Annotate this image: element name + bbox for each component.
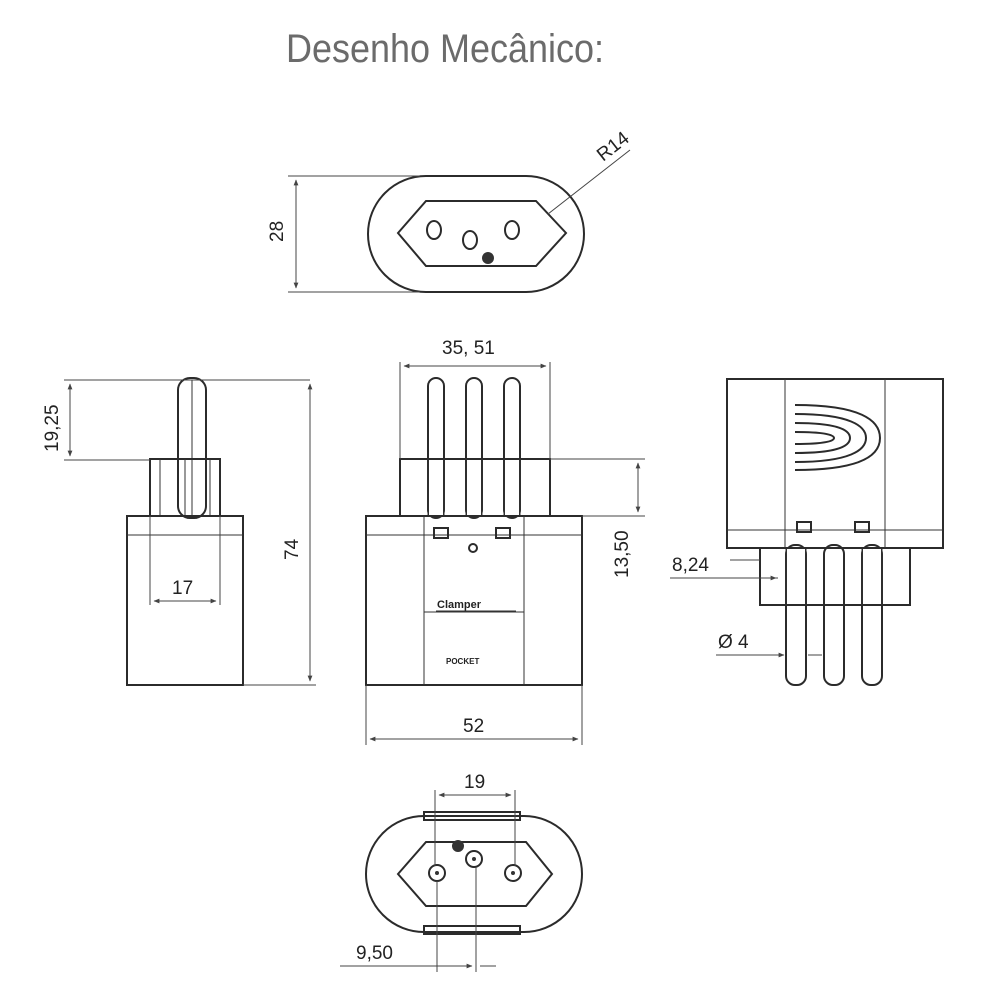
left-pin — [177, 377, 207, 519]
clamper-logo-icon — [794, 404, 882, 471]
front-view: Clamper POCKET 35, 51 13,50 52 — [365, 338, 645, 745]
height-label: 28 — [267, 221, 288, 242]
left-body — [126, 515, 244, 686]
pin-span-label: 35, 51 — [442, 338, 495, 359]
total-height-label: 74 — [282, 538, 303, 560]
offset-label: 8,24 — [672, 555, 709, 576]
page-title: Desenho Mecânico: — [286, 27, 604, 71]
right-pin-right — [861, 544, 883, 686]
bottom-view: 19 9,50 — [340, 772, 583, 972]
right-pin-center — [823, 544, 845, 686]
collar-label: 13,50 — [612, 530, 633, 578]
body-width-label: 52 — [463, 716, 484, 737]
right-view: 8,24 Ø 4 — [670, 378, 944, 686]
indicator-led — [482, 252, 494, 264]
front-pin-left — [427, 377, 445, 519]
pin-diameter-label: Ø 4 — [718, 632, 749, 653]
top-view-outline — [367, 175, 585, 293]
left-view: 19,25 74 17 — [42, 377, 316, 686]
spacing-label: 19 — [464, 772, 485, 793]
socket-hole-right — [504, 220, 520, 240]
pin-length-label: 19,25 — [42, 404, 63, 452]
top-view: R14 28 — [267, 128, 634, 293]
right-pin-left — [785, 544, 807, 686]
bottom-led — [452, 840, 464, 852]
socket-hole-left — [426, 220, 442, 240]
bottom-view-outline — [365, 815, 583, 933]
right-collar — [759, 547, 911, 606]
socket-hexagon — [396, 200, 568, 267]
socket-hole-center — [462, 230, 478, 250]
bottom-hexagon — [396, 841, 554, 907]
radius-leader — [547, 149, 631, 215]
front-led — [468, 543, 478, 553]
right-body — [726, 378, 944, 549]
width-label: 17 — [172, 578, 193, 599]
brand-text: Clamper — [437, 599, 482, 611]
front-body — [365, 515, 583, 686]
model-text: POCKET — [446, 657, 479, 666]
radius-label: R14 — [593, 128, 634, 166]
bottom-offset-label: 9,50 — [356, 943, 393, 964]
front-pin-right — [503, 377, 521, 519]
front-pin-center — [465, 377, 483, 519]
